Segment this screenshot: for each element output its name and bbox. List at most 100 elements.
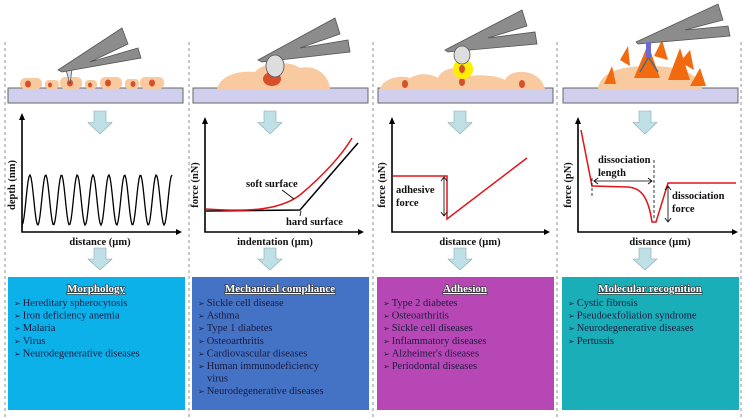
cantilever-antibody (635, 3, 731, 73)
molecular-cell (598, 40, 706, 89)
box-list-item: ➢ Neurodegenerative diseases (14, 348, 140, 359)
x-axis-label: distance (µm) (69, 237, 131, 248)
dissociation-length-label-2: length (598, 168, 626, 179)
item-text: Neurodegenerative diseases (23, 348, 140, 359)
down-arrow-icon (632, 247, 658, 271)
box-list-item: ➢ Inflammatory diseases (383, 336, 486, 347)
box-list-item: ➢ Iron deficiency anemia (14, 311, 120, 322)
box-list-item: ➢ Neurodegenerative diseases (198, 386, 324, 397)
box-background (8, 277, 185, 410)
box-morphology: Morphology➢ Hereditary spherocytosis➢ Ir… (8, 277, 185, 410)
down-arrow-icon (257, 110, 283, 135)
bullet-arrow-icon: ➢ (14, 337, 23, 346)
item-text: Osteoarthritis (392, 311, 449, 322)
morphology-cells (20, 77, 164, 89)
hard-surface-curve (205, 142, 359, 212)
bullet-arrow-icon: ➢ (568, 312, 577, 321)
application-boxes: Morphology➢ Hereditary spherocytosis➢ Ir… (8, 277, 739, 410)
bullet-arrow-icon: ➢ (14, 349, 23, 358)
item-text: Iron deficiency anemia (23, 311, 120, 322)
x-axis-label: distance (µm) (439, 237, 501, 248)
box-title: Adhesion (443, 283, 487, 295)
box-background (192, 277, 369, 410)
box-list-item: ➢ Type 1 diabetes (198, 323, 272, 334)
box-list-item: ➢ Sickle cell disease (198, 298, 284, 309)
item-text: Alzheimer's diseases (392, 348, 479, 359)
box-molecular: Molecular recognition ➢ Cystic fibrosis ➢ … (562, 277, 739, 410)
box-list-item: ➢ Pseudoexfoliation syndrome (568, 311, 697, 322)
bullet-arrow-icon: ➢ (568, 299, 577, 308)
graph-adhesion: adhesive force force (nN) distance (µm) (377, 117, 550, 248)
box-list-item: ➢ Virus (14, 336, 45, 347)
down-arrows (87, 110, 658, 271)
box-list-item: ➢ Hereditary spherocytosis (14, 298, 127, 309)
cantilever-bead (257, 17, 351, 78)
item-text: Asthma (207, 311, 240, 322)
item-text: Malaria (23, 323, 56, 334)
cantilever-bead-cell (444, 9, 538, 79)
cantilever-sharp-tip (57, 27, 142, 85)
bullet-arrow-icon: ➢ (198, 349, 207, 358)
x-axis-label: indentation (µm) (237, 237, 313, 248)
down-arrow-icon (257, 247, 283, 271)
item-text: Sickle cell diseases (392, 323, 473, 334)
soft-surface-label: soft surface (246, 179, 298, 190)
box-adhesion: Adhesion➢ Type 2 diabetes➢ Osteoarthriti… (377, 277, 554, 410)
item-text: virus (207, 374, 228, 385)
dissociation-force-label-2: force (672, 204, 695, 215)
item-text: Periodontal diseases (392, 361, 477, 372)
box-list-item: ➢ Asthma (198, 311, 240, 322)
graph-morphology: depth (nm) distance (µm) (7, 113, 182, 248)
bullet-arrow-icon: ➢ (198, 299, 207, 308)
adhesive-force-label-2: force (396, 198, 419, 209)
box-list-item: ➢ Periodontal diseases (383, 361, 477, 372)
graph-molecular: dissociation length dissociation force f… (563, 117, 738, 248)
box-list-item: ➢ Cardiovascular diseases (198, 348, 307, 359)
box-background (377, 277, 554, 410)
bullet-arrow-icon: ➢ (568, 324, 577, 333)
item-text: Cystic fibrosis (577, 298, 638, 309)
item-text: Sickle cell disease (207, 298, 284, 309)
soft-surface-curve (205, 137, 353, 211)
bullet-arrow-icon: ➢ (14, 312, 23, 321)
box-list-item: ➢ Pertussis (568, 336, 614, 347)
item-text: Osteoarthritis (207, 336, 264, 347)
item-text: Human immunodeficiency (207, 361, 320, 372)
adhesive-force-label: adhesive (396, 185, 435, 196)
force-curve (393, 157, 528, 221)
box-title: Molecular recognition (598, 283, 702, 295)
y-axis-label: force (nN) (377, 162, 388, 208)
box-list-item: virus (207, 374, 228, 385)
box-list-item: ➢ Osteoarthritis (383, 311, 449, 322)
hard-surface-label: hard surface (286, 217, 343, 228)
y-axis-label: force (pN) (563, 162, 574, 208)
item-text: Cardiovascular diseases (207, 348, 308, 359)
bullet-arrow-icon: ➢ (568, 337, 577, 346)
item-text: Neurodegenerative diseases (207, 386, 324, 397)
bullet-arrow-icon: ➢ (14, 299, 23, 308)
item-text: Pseudoexfoliation syndrome (577, 311, 697, 322)
box-list-item: ➢ Human immunodeficiency (198, 361, 320, 372)
bullet-arrow-icon: ➢ (383, 337, 392, 346)
bullet-arrow-icon: ➢ (198, 362, 207, 371)
item-text: Pertussis (577, 336, 614, 347)
bullet-arrow-icon: ➢ (383, 324, 392, 333)
bullet-arrow-icon: ➢ (383, 299, 392, 308)
x-axis-label: distance (µm) (629, 237, 691, 248)
bullet-arrow-icon: ➢ (198, 324, 207, 333)
box-mechanical: Mechanical compliance ➢ Sickle cell disea… (192, 277, 369, 410)
box-list-item: ➢ Alzheimer's diseases (383, 348, 479, 359)
bullet-arrow-icon: ➢ (383, 349, 392, 358)
dissociation-length-label: dissociation (598, 155, 651, 166)
column-dividers (4, 42, 742, 418)
bullet-arrow-icon: ➢ (198, 312, 207, 321)
y-axis-label: depth (nm) (7, 160, 18, 210)
bullet-arrow-icon: ➢ (383, 362, 392, 371)
box-title: Mechanical compliance (225, 283, 335, 295)
item-text: Type 1 diabetes (207, 323, 273, 334)
item-text: Virus (23, 336, 46, 347)
height-profile-line (21, 173, 173, 228)
bullet-arrow-icon: ➢ (383, 312, 392, 321)
graph-mechanical: soft surface hard surface force (nN) ind… (190, 117, 364, 248)
